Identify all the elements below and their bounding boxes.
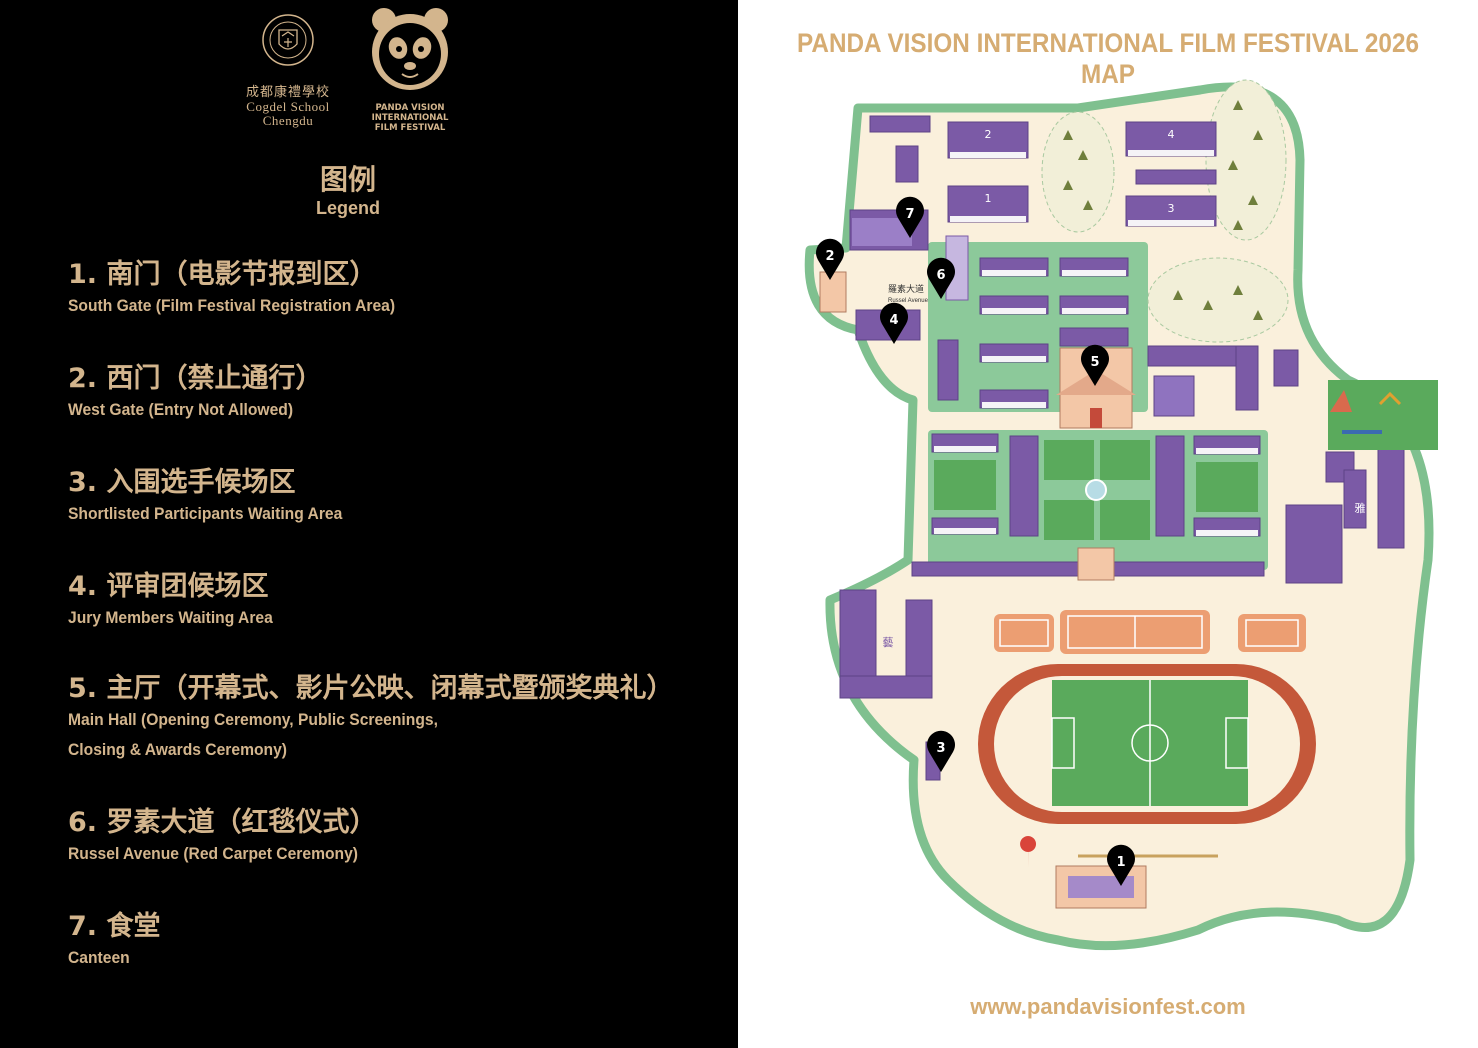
- legend-title-cn: 图例: [319, 163, 376, 196]
- legend-item-cn: 2. 西门（禁止通行）: [68, 363, 323, 394]
- marker-4[interactable]: 4: [880, 302, 908, 344]
- legend-item-5: 5. 主厅（开幕式、影片公映、闭幕式暨颁奖典礼） Main Hall (Open…: [68, 666, 673, 765]
- building-labels: 2 1 4 3 雅 藝: [883, 128, 1366, 649]
- legend-item-1: 1. 南门（电影节报到区） South Gate (Film Festival …: [68, 252, 424, 321]
- building-label-yi: 藝: [883, 636, 894, 649]
- festival-logo-line3: FILM FESTIVAL: [374, 123, 446, 133]
- legend-item-en: Shortlisted Participants Waiting Area: [68, 504, 343, 523]
- festival-logo-line1: PANDA VISION: [375, 103, 445, 113]
- panda-icon: [372, 8, 448, 90]
- festival-logo: PANDA VISION INTERNATIONAL FILM FESTIVAL: [360, 6, 460, 134]
- building-label-4: 4: [1168, 128, 1175, 141]
- legend-item-en: West Gate (Entry Not Allowed): [68, 400, 294, 419]
- running-track: [978, 664, 1316, 824]
- tree-icons: [1063, 100, 1263, 320]
- legend-item-cn: 6. 罗素大道（红毯仪式）: [68, 807, 377, 838]
- south-gate-building: [1055, 865, 1147, 909]
- legend-title-en: Legend: [315, 198, 380, 218]
- russel-avenue-label-cn: 羅素大道: [888, 283, 924, 295]
- building-label-1: 1: [985, 192, 992, 205]
- school-name-cn: 成都康禮學校: [245, 85, 330, 100]
- legend-item-cn: 3. 入围选手候场区: [68, 467, 296, 498]
- school-logo: 成都康禮學校 Cogdel School Chengdu: [228, 12, 348, 130]
- legend-item-4: 4. 评审团候场区 Jury Members Waiting Area: [68, 564, 291, 633]
- marker-label: 6: [936, 268, 945, 283]
- school-crest-icon: [262, 14, 314, 66]
- festival-website-url[interactable]: www.pandavisionfest.com: [970, 994, 1246, 1019]
- school-name-en-line2: Chengdu: [262, 113, 314, 128]
- woods-east: [1205, 79, 1287, 241]
- map-panel: PANDA VISION INTERNATIONAL FILM FESTIVAL…: [738, 0, 1478, 1048]
- legend-item-en-line2: Closing & Awards Ceremony): [68, 740, 288, 759]
- west-gate-building: [819, 271, 847, 313]
- marker-6[interactable]: 6: [927, 257, 955, 299]
- legend-item-6: 6. 罗素大道（红毯仪式） Russel Avenue (Red Carpet …: [68, 800, 383, 869]
- marker-label: 7: [905, 207, 914, 222]
- legend-item-cn: 1. 南门（电影节报到区）: [68, 259, 377, 290]
- building-label-ya: 雅: [1355, 501, 1366, 515]
- building-roofs: [934, 150, 1258, 536]
- legend-item-cn: 4. 评审团候场区: [68, 571, 269, 602]
- central-gate-building: [1077, 547, 1115, 581]
- marker-label: 2: [825, 249, 834, 264]
- marker-label: 3: [936, 741, 945, 756]
- legend-item-en: Jury Members Waiting Area: [68, 608, 273, 627]
- legend-item-cn: 7. 食堂: [68, 911, 161, 942]
- legend-item-cn: 5. 主厅（开幕式、影片公映、闭幕式暨颁奖典礼）: [68, 673, 674, 704]
- legend-item-en: Canteen: [68, 948, 130, 967]
- map-title: PANDA VISION INTERNATIONAL FILM FESTIVAL…: [797, 28, 1419, 89]
- campus-map: 2 1 4 3 雅 藝: [804, 79, 1438, 951]
- russel-avenue-label-en: Russel Avenue: [888, 298, 929, 304]
- legend-item-2: 2. 西门（禁止通行） West Gate (Entry Not Allowed…: [68, 356, 322, 425]
- woods-north: [1041, 111, 1115, 233]
- legend-item-7: 7. 食堂 Canteen: [68, 904, 160, 973]
- festival-logo-line2: INTERNATIONAL: [371, 113, 449, 123]
- sports-courts: [994, 610, 1306, 654]
- library-building: [1153, 375, 1195, 417]
- marker-5[interactable]: 5: [1081, 344, 1109, 386]
- legend-panel: 成都康禮學校 Cogdel School Chengdu PANDA VISIO…: [0, 0, 738, 1048]
- legend-item-en: Russel Avenue (Red Carpet Ceremony): [68, 844, 359, 863]
- marker-1[interactable]: 1: [1107, 844, 1135, 886]
- marker-2[interactable]: 2: [816, 238, 844, 280]
- marker-label: 5: [1090, 355, 1099, 370]
- legend-item-en: Main Hall (Opening Ceremony, Public Scre…: [68, 710, 438, 729]
- playground: [1328, 380, 1438, 450]
- school-name-en-line1: Cogdel School: [246, 99, 330, 114]
- location-pin-icon: [1020, 836, 1037, 868]
- marker-7[interactable]: 7: [896, 196, 924, 238]
- purple-buildings: [839, 115, 1405, 781]
- marker-label: 4: [889, 313, 898, 328]
- woods-central: [1147, 257, 1289, 343]
- building-label-2: 2: [985, 128, 992, 141]
- lawns: [934, 440, 1258, 540]
- marker-label: 1: [1116, 855, 1125, 870]
- building-label-3: 3: [1168, 202, 1175, 215]
- legend-item-3: 3. 入围选手候场区 Shortlisted Participants Wait…: [68, 460, 366, 529]
- legend-item-en: South Gate (Film Festival Registration A…: [68, 296, 396, 315]
- fountain: [1085, 479, 1107, 501]
- marker-3[interactable]: 3: [927, 730, 955, 772]
